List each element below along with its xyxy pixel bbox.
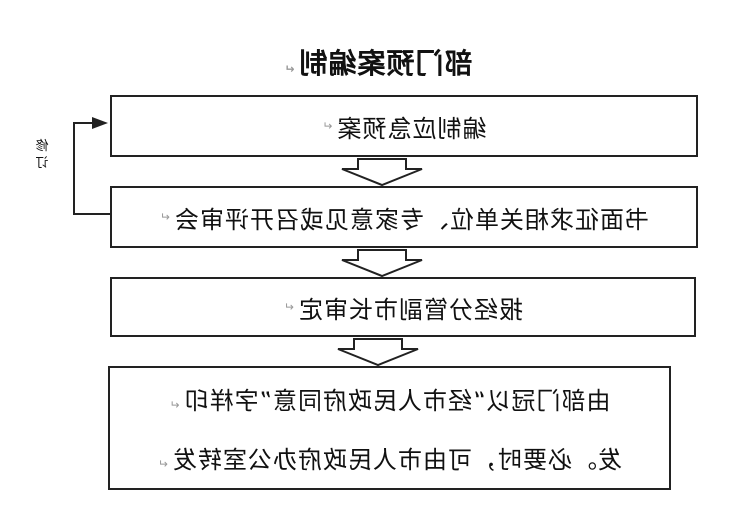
down-arrow-3 <box>337 338 419 367</box>
down-arrow-2 <box>341 249 423 278</box>
feedback-loop-line <box>73 122 110 215</box>
down-arrow-1 <box>341 158 423 187</box>
feedback-arrowhead <box>92 117 108 129</box>
